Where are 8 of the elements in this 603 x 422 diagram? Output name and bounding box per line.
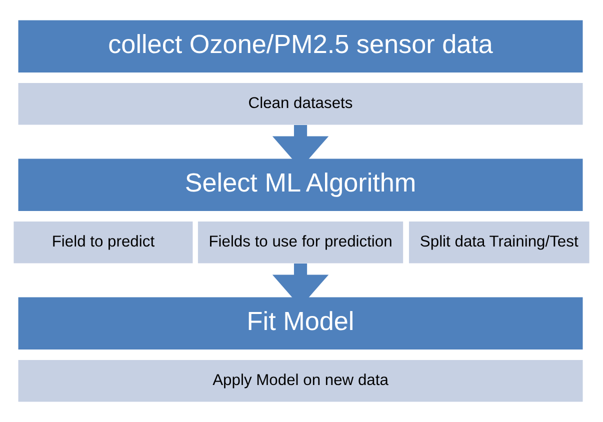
node-box: Fields to use for prediction	[198, 221, 404, 264]
node-box: Clean datasets	[18, 82, 583, 125]
node-box: Select ML Algorithm	[18, 158, 583, 211]
node-box: collect Ozone/PM2.5 sensor data	[18, 20, 583, 72]
node-box: Apply Model on new data	[18, 360, 583, 402]
node-box: Field to predict	[14, 221, 193, 264]
node-box: Fit Model	[18, 297, 583, 350]
node-box: Split data Training/Test	[408, 221, 590, 264]
